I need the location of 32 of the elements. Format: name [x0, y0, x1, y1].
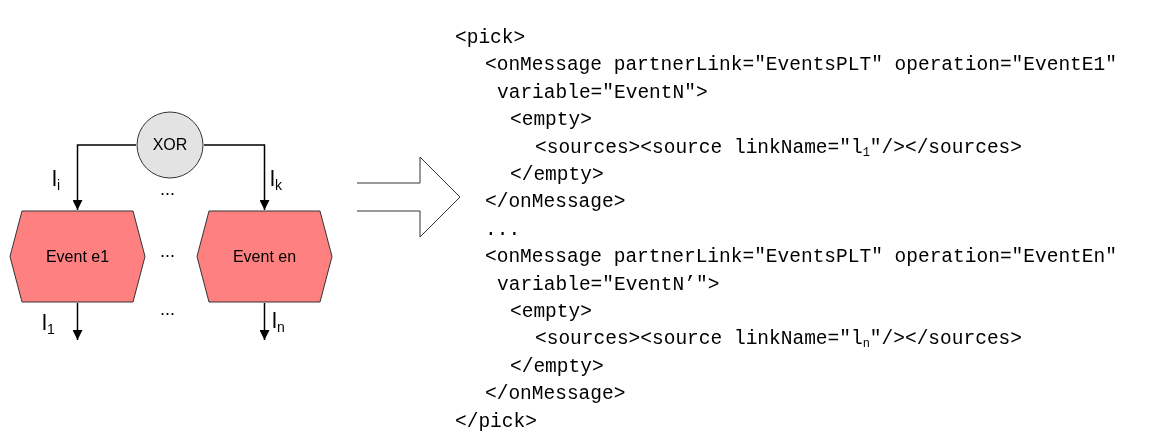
arrow — [72, 144, 137, 211]
code-line: </pick> — [455, 410, 537, 433]
xor-connector-circle — [136, 111, 204, 179]
event-hexagon — [9, 210, 146, 303]
edge-label: l$_{i}$ — [52, 168, 60, 190]
arrow — [72, 302, 83, 341]
code-line: </empty> — [510, 164, 604, 186]
code-line: </onMessage> — [485, 191, 626, 214]
code-line: <onMessage partnerLink="EventsPLT" operation="EventE1" — [485, 54, 1117, 77]
code-line: <onMessage partnerLink="EventsPLT" operation="EventEn" — [485, 246, 1117, 269]
node-label: Event e1 — [45, 247, 110, 266]
node-label: Event en — [232, 247, 297, 266]
code-line: </empty> — [510, 355, 604, 378]
code-line: variable="EventN’"> — [497, 273, 720, 296]
arrow — [203, 144, 270, 211]
ellipsis-text: ... — [160, 178, 175, 200]
arrow — [259, 302, 270, 341]
code-line: <sources><source linkName="l$_{n}$"/></sources> — [535, 328, 1022, 351]
node-label: XOR — [152, 136, 188, 154]
edge-label: l$_{1}$ — [42, 312, 55, 334]
code-line: <empty> — [510, 109, 592, 132]
code-line: ... — [485, 218, 521, 241]
event-hexagon — [196, 210, 333, 303]
edge-label: l$_{n}$ — [272, 310, 285, 332]
edge-label: l$_{k}$ — [270, 168, 282, 190]
ellipsis-text: ... — [160, 240, 175, 262]
code-line: </onMessage> — [485, 383, 626, 406]
code-line: <pick> — [455, 27, 526, 49]
ellipsis-text: ... — [160, 298, 175, 320]
code-line: <empty> — [510, 301, 592, 323]
code-line: <sources><source linkName="l$_{1}$"/></sources> — [535, 136, 1022, 159]
code-line: variable="EventN"> — [497, 81, 708, 104]
